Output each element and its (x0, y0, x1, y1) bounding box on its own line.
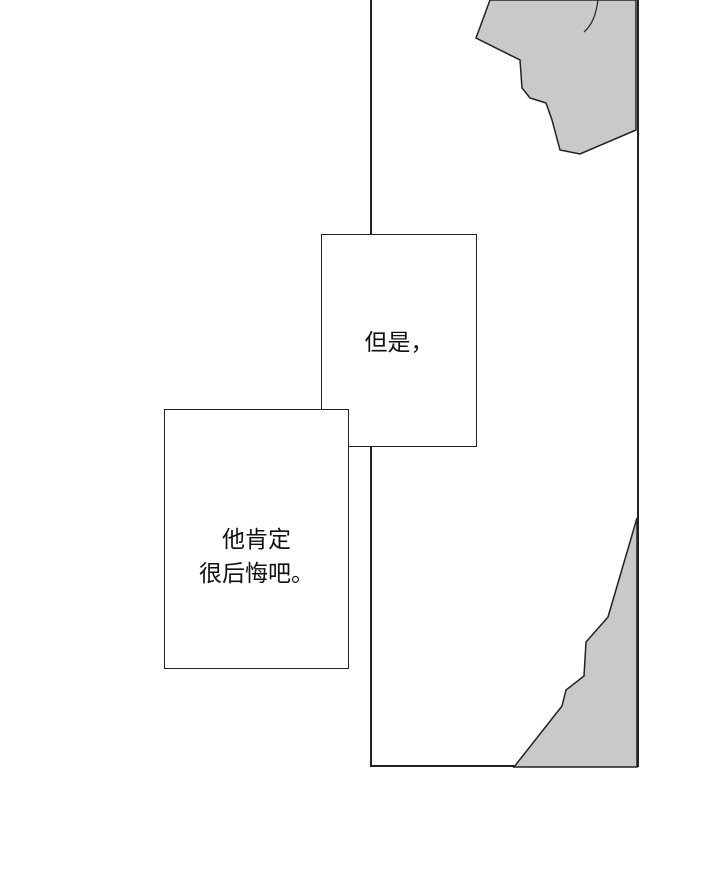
caption-box-2: 他肯定 很后悔吧。 (164, 409, 349, 669)
caption-text: 但是， (364, 330, 434, 356)
shoulder-silhouette (512, 517, 638, 768)
caption-text-line1: 他肯定 (222, 527, 291, 553)
caption-box-1: 但是， (321, 234, 477, 447)
hair-strand (583, 0, 599, 33)
caption-text-line2: 很后悔吧。 (199, 561, 314, 587)
face-profile (475, 0, 637, 155)
